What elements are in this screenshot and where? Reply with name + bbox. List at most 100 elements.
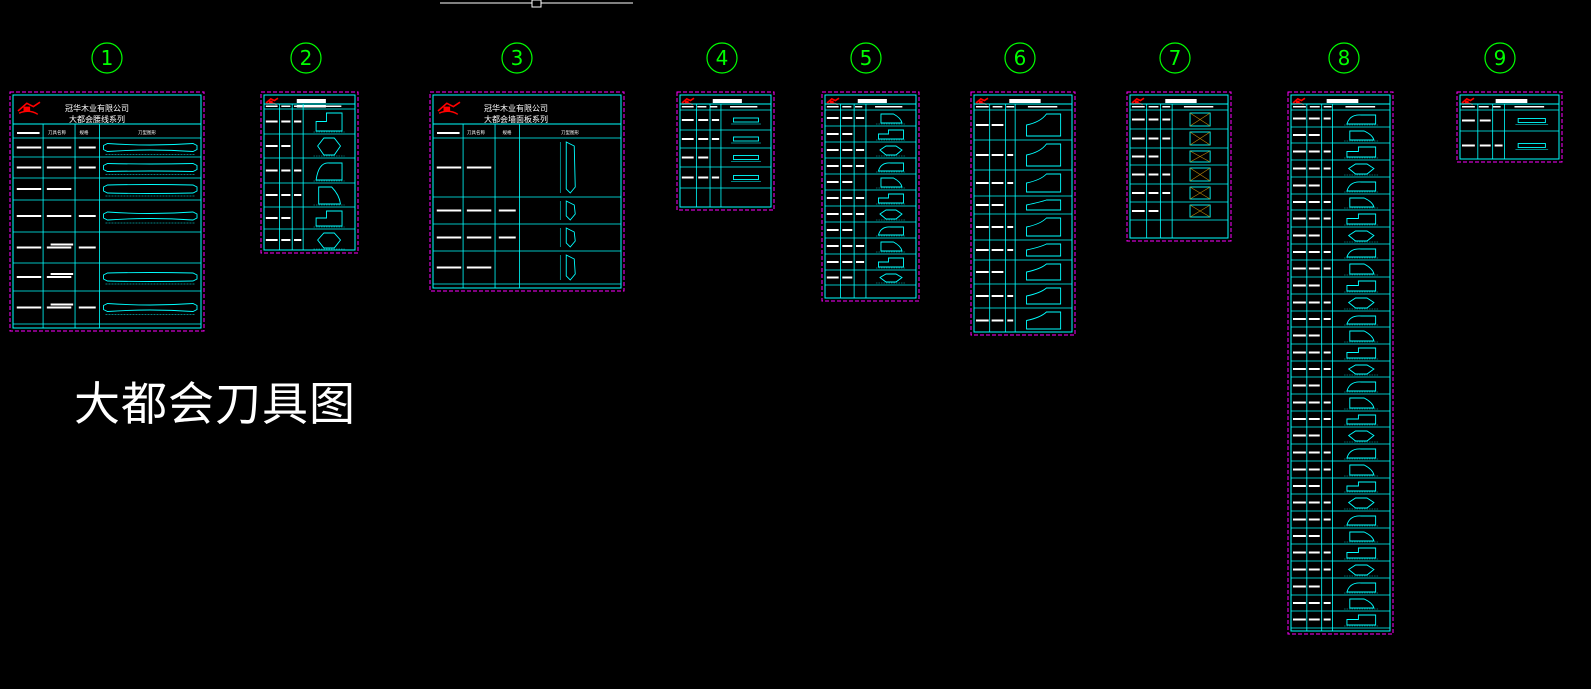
sheet-1-title-block: 冠华木业有限公司 大都会腰线系列 刀具名称 规格 刀型图形 <box>48 103 156 136</box>
selection-line[interactable] <box>440 0 633 8</box>
cell-code-text <box>1479 119 1491 122</box>
cell-code-text <box>1308 602 1320 604</box>
cell-code-text <box>991 319 1004 322</box>
sheet-6-number: 6 <box>1014 46 1027 70</box>
profile-hatch-icon <box>1189 112 1211 127</box>
cell-spec-text <box>1007 319 1014 322</box>
cell-code-text <box>281 194 291 196</box>
profile-band-icon <box>103 272 198 282</box>
logo-block-icon <box>23 106 31 111</box>
header-text <box>875 106 903 108</box>
cell-name-text <box>16 146 42 149</box>
cell-spec-text <box>855 117 865 119</box>
header-text <box>1478 106 1489 108</box>
sheet-4-number: 4 <box>716 46 729 70</box>
cell-name-text <box>1292 585 1306 588</box>
sheet-title-text <box>1009 99 1041 103</box>
cell-name-text <box>1131 118 1145 121</box>
cell-name-text <box>826 276 839 279</box>
profile-band-icon <box>103 303 198 312</box>
profile-shape-icon <box>1349 464 1375 476</box>
cell-code-text <box>698 119 709 121</box>
cell-spec-text <box>1323 318 1331 320</box>
header-text <box>855 106 863 108</box>
logo-roof-icon <box>437 101 461 112</box>
profile-shape-icon <box>1347 564 1375 576</box>
cell-name-text <box>16 306 42 309</box>
profile-shape-icon <box>1347 430 1375 442</box>
cell-code-text <box>991 226 1004 228</box>
sheet-inner-frame <box>263 94 356 251</box>
cell-name-text <box>681 156 694 159</box>
logo-block-icon <box>1135 100 1139 103</box>
cell-name-text <box>975 249 989 251</box>
sheet-7-number: 7 <box>1169 46 1182 70</box>
cell-name-text <box>1292 184 1306 187</box>
profile-shape-icon <box>1346 481 1377 492</box>
cell-code-text <box>466 166 492 169</box>
profile-shape-icon <box>1346 414 1377 425</box>
cell-name-text <box>1292 535 1306 537</box>
profile-shape-icon <box>1349 330 1375 342</box>
cell-code-text <box>281 217 291 219</box>
sheet-4-circle <box>706 42 738 74</box>
header-text <box>710 106 718 108</box>
cell-name-text <box>975 204 989 206</box>
cell-name-text <box>1292 267 1306 270</box>
cell-name-text <box>1292 318 1306 320</box>
cell-name-text <box>826 197 839 199</box>
profile-rod-icon <box>733 175 759 180</box>
profile-rod-icon <box>1517 118 1546 123</box>
cell-spec-text <box>855 149 865 151</box>
cell-code-text <box>991 124 1004 126</box>
sheet-outer-border <box>1456 91 1563 163</box>
profile-shape-icon <box>1346 146 1377 158</box>
header-text <box>1006 106 1015 108</box>
cell-spec-text <box>1162 173 1171 176</box>
cell-spec-text <box>1007 295 1014 297</box>
cell-name-text <box>1292 284 1306 287</box>
profile-hatch-icon <box>1189 167 1211 182</box>
logo-roof-icon <box>681 97 695 104</box>
cell-spec-text <box>1007 154 1014 156</box>
cell-code-text <box>1308 134 1320 136</box>
cell-code-text <box>1308 418 1320 420</box>
cell-name-text <box>1131 192 1145 194</box>
cell-spec-text <box>1323 618 1331 621</box>
cell-name-text <box>1292 485 1306 487</box>
profile-shape-icon <box>1349 263 1375 275</box>
cell-code-text <box>842 181 853 183</box>
hatch-lines <box>1189 167 1211 182</box>
cell-code-text <box>991 271 1004 273</box>
profile-crown-icon <box>1026 173 1062 193</box>
profile-tall-icon <box>565 254 576 281</box>
profile-shape-icon <box>1346 181 1377 192</box>
cell-spec-text <box>1323 201 1331 203</box>
cell-name-text <box>826 165 839 167</box>
cell-name-text <box>1461 144 1475 147</box>
cell-spec-text <box>294 169 302 172</box>
cell-code-text <box>281 169 291 172</box>
cell-name-text <box>1292 134 1306 136</box>
header-text <box>1323 106 1332 108</box>
profile-shape-icon <box>879 145 903 156</box>
logo-block-icon <box>685 100 689 103</box>
logo-block-icon <box>269 100 273 103</box>
cell-spec-text <box>1323 602 1331 604</box>
cell-name-text <box>1292 501 1306 504</box>
cell-name-text <box>681 119 694 121</box>
cell-name-text <box>265 194 278 196</box>
cell-name-text <box>1292 602 1306 604</box>
header-text <box>1492 106 1501 108</box>
cell-spec-text <box>855 261 865 263</box>
header-text <box>1148 106 1159 108</box>
cell-spec-text <box>78 246 96 249</box>
profile-shape-icon <box>1346 280 1377 292</box>
profile-crown-icon <box>1026 143 1062 167</box>
cell-code-text <box>1308 384 1320 387</box>
profile-shape-icon <box>879 273 903 283</box>
cell-name-text <box>1292 418 1306 420</box>
logo-block-icon <box>979 100 983 103</box>
profile-band-icon <box>103 143 198 152</box>
